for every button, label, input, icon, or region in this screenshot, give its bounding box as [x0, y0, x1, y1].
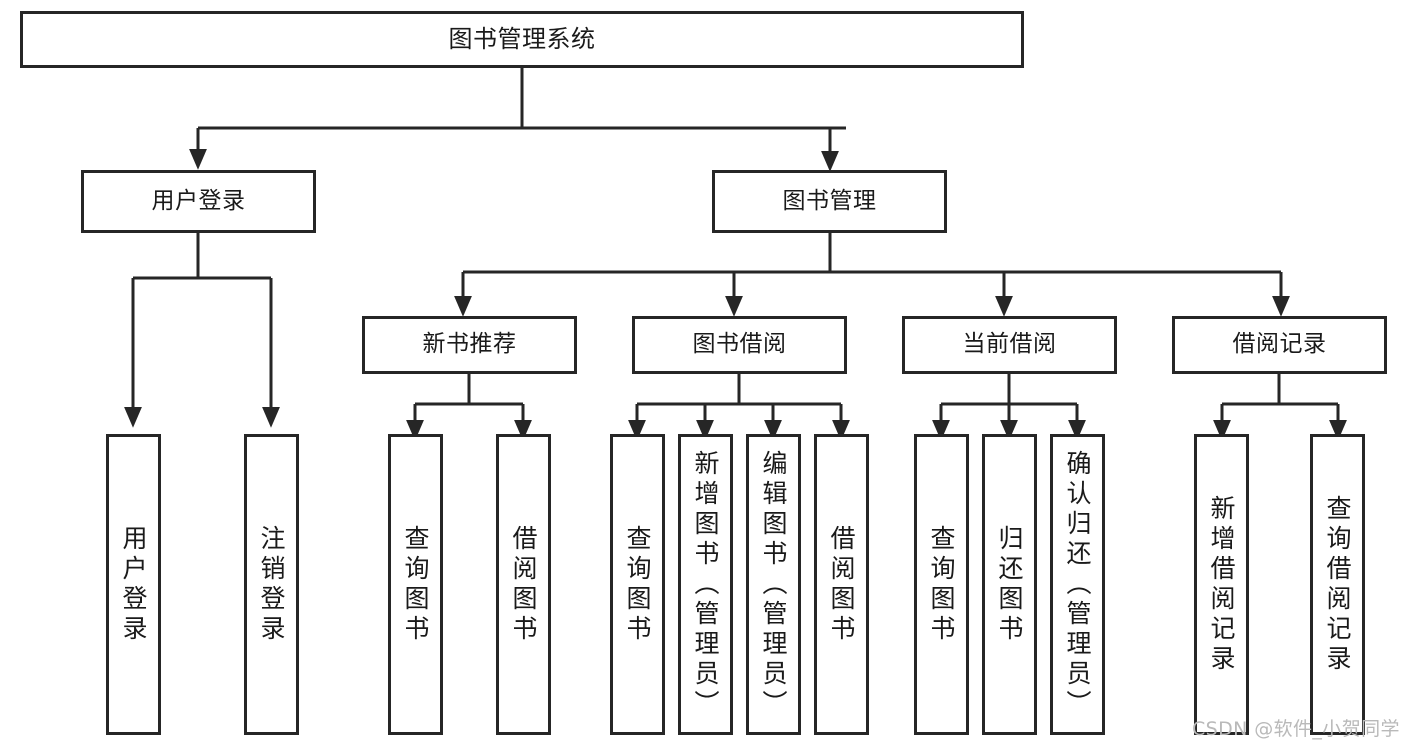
node-label: 查询图书	[401, 524, 430, 645]
leaf-book-borrow-borrow-books[interactable]: 借阅图书	[814, 434, 869, 735]
node-label: 新书推荐	[422, 331, 517, 358]
node-label: 图书管理	[782, 187, 877, 214]
node-label: 用户登录	[151, 187, 246, 214]
node-borrowing-record[interactable]: 借阅记录	[1172, 316, 1387, 374]
node-label: 查询图书	[927, 524, 956, 645]
leaf-current-borrow-confirm-return-admin[interactable]: 确认归还（管理员）	[1050, 434, 1105, 735]
leaf-user-login-sign-out[interactable]: 注销登录	[244, 434, 299, 735]
node-new-book-recommendation[interactable]: 新书推荐	[362, 316, 577, 374]
node-label: 图书借阅	[692, 331, 787, 358]
node-label: 当前借阅	[962, 331, 1057, 358]
node-label: 新增借阅记录	[1207, 494, 1236, 675]
leaf-current-borrow-return-books[interactable]: 归还图书	[982, 434, 1037, 735]
node-label: 归还图书	[995, 524, 1024, 645]
leaf-new-book-query-books[interactable]: 查询图书	[388, 434, 443, 735]
node-label: 编辑图书（管理员）	[759, 449, 788, 720]
node-label: 借阅图书	[509, 524, 538, 645]
node-label: 新增图书（管理员）	[691, 449, 720, 720]
leaf-borrow-record-add-record[interactable]: 新增借阅记录	[1194, 434, 1249, 735]
leaf-borrow-record-query-record[interactable]: 查询借阅记录	[1310, 434, 1365, 735]
node-label: 图书管理系统	[448, 25, 596, 54]
node-user-login[interactable]: 用户登录	[81, 170, 316, 233]
node-root-book-management-system[interactable]: 图书管理系统	[20, 11, 1024, 68]
node-label: 借阅图书	[827, 524, 856, 645]
node-label: 注销登录	[257, 524, 286, 645]
leaf-new-book-borrow-books[interactable]: 借阅图书	[496, 434, 551, 735]
leaf-book-borrow-add-book-admin[interactable]: 新增图书（管理员）	[678, 434, 733, 735]
node-label: 借阅记录	[1232, 331, 1327, 358]
leaf-current-borrow-query-books[interactable]: 查询图书	[914, 434, 969, 735]
node-label: 用户登录	[119, 524, 148, 645]
leaf-user-login-sign-in[interactable]: 用户登录	[106, 434, 161, 735]
watermark-text: CSDN @软件_小贺同学	[1192, 718, 1400, 740]
node-current-borrowing[interactable]: 当前借阅	[902, 316, 1117, 374]
leaf-book-borrow-query-books[interactable]: 查询图书	[610, 434, 665, 735]
leaf-book-borrow-edit-book-admin[interactable]: 编辑图书（管理员）	[746, 434, 801, 735]
node-label: 确认归还（管理员）	[1063, 449, 1092, 720]
node-book-borrowing[interactable]: 图书借阅	[632, 316, 847, 374]
node-label: 查询借阅记录	[1323, 494, 1352, 675]
node-book-management[interactable]: 图书管理	[712, 170, 947, 233]
node-label: 查询图书	[623, 524, 652, 645]
